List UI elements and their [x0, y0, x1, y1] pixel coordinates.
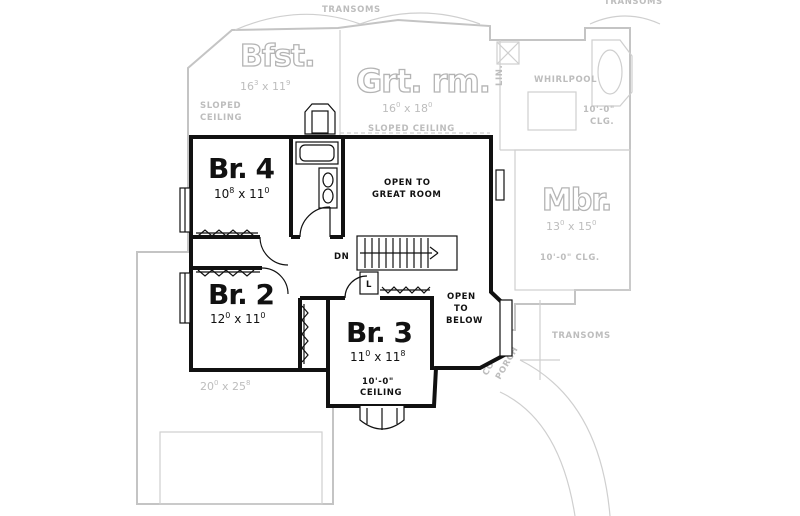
- window-open: [495, 169, 505, 201]
- upper-floor: [179, 103, 513, 430]
- sloped-ceiling-a-line2: CEILING: [200, 113, 242, 123]
- br4-dims: 108 x 110: [214, 186, 269, 201]
- hall-closet: [301, 304, 309, 364]
- clg-a-line2: CLG.: [590, 117, 614, 127]
- bfst-dims: 163 x 119: [240, 79, 290, 93]
- clg-a-line1: 10'-0": [583, 105, 615, 115]
- garage-door: [159, 431, 323, 505]
- sloped-ceiling-b: SLOPED CEILING: [368, 124, 455, 134]
- window-open-below: [499, 299, 513, 357]
- open-to-below-line1: OPEN: [447, 292, 476, 302]
- upper-floor-labels: Br. 4 108 x 110 Br. 2 120 x 110 Br. 3 11…: [208, 152, 483, 398]
- br4-closet: [196, 229, 258, 237]
- ceiling-line1: 10'-0": [362, 377, 394, 387]
- lin-label: LIN.: [495, 65, 505, 86]
- br3-label: Br. 3: [346, 316, 412, 349]
- linen-label: L: [366, 280, 372, 290]
- open-to-great-room-line2: GREAT ROOM: [372, 190, 441, 200]
- stair-down-label: DN: [334, 252, 349, 262]
- br2-label: Br. 2: [208, 278, 274, 311]
- garage-dims: 200 x 258: [200, 379, 250, 393]
- stair-treads: [364, 238, 429, 268]
- mbr-label: Mbr.: [542, 183, 611, 218]
- ceiling-line2: CEILING: [360, 388, 402, 398]
- open-to-below-line3: BELOW: [446, 316, 483, 326]
- transoms-label-right: TRANSOMS: [604, 0, 663, 7]
- sloped-ceiling-a-line1: SLOPED: [200, 101, 241, 111]
- br4-label: Br. 4: [208, 152, 275, 185]
- transoms-label-top: TRANSOMS: [322, 5, 381, 15]
- open-to-below-line2: TO: [454, 304, 468, 314]
- br2-dims: 120 x 110: [210, 311, 265, 326]
- br3-dims: 110 x 118: [350, 349, 405, 364]
- whirlpool-label: WHIRLPOOL: [534, 75, 597, 85]
- open-to-great-room-line1: OPEN TO: [384, 178, 431, 188]
- upper-exterior-wall: [189, 135, 512, 408]
- clg-b: 10'-0" CLG.: [540, 253, 600, 263]
- bfst-label: Bfst.: [240, 39, 315, 74]
- transoms-label-porch: TRANSOMS: [552, 331, 611, 341]
- br2-closet: [196, 269, 260, 277]
- mbr-dims: 130 x 150: [546, 219, 596, 233]
- br3-closet: [380, 286, 431, 294]
- grt-rm-label: Grt. rm.: [356, 62, 490, 100]
- grt-rm-dims: 160 x 180: [382, 101, 432, 115]
